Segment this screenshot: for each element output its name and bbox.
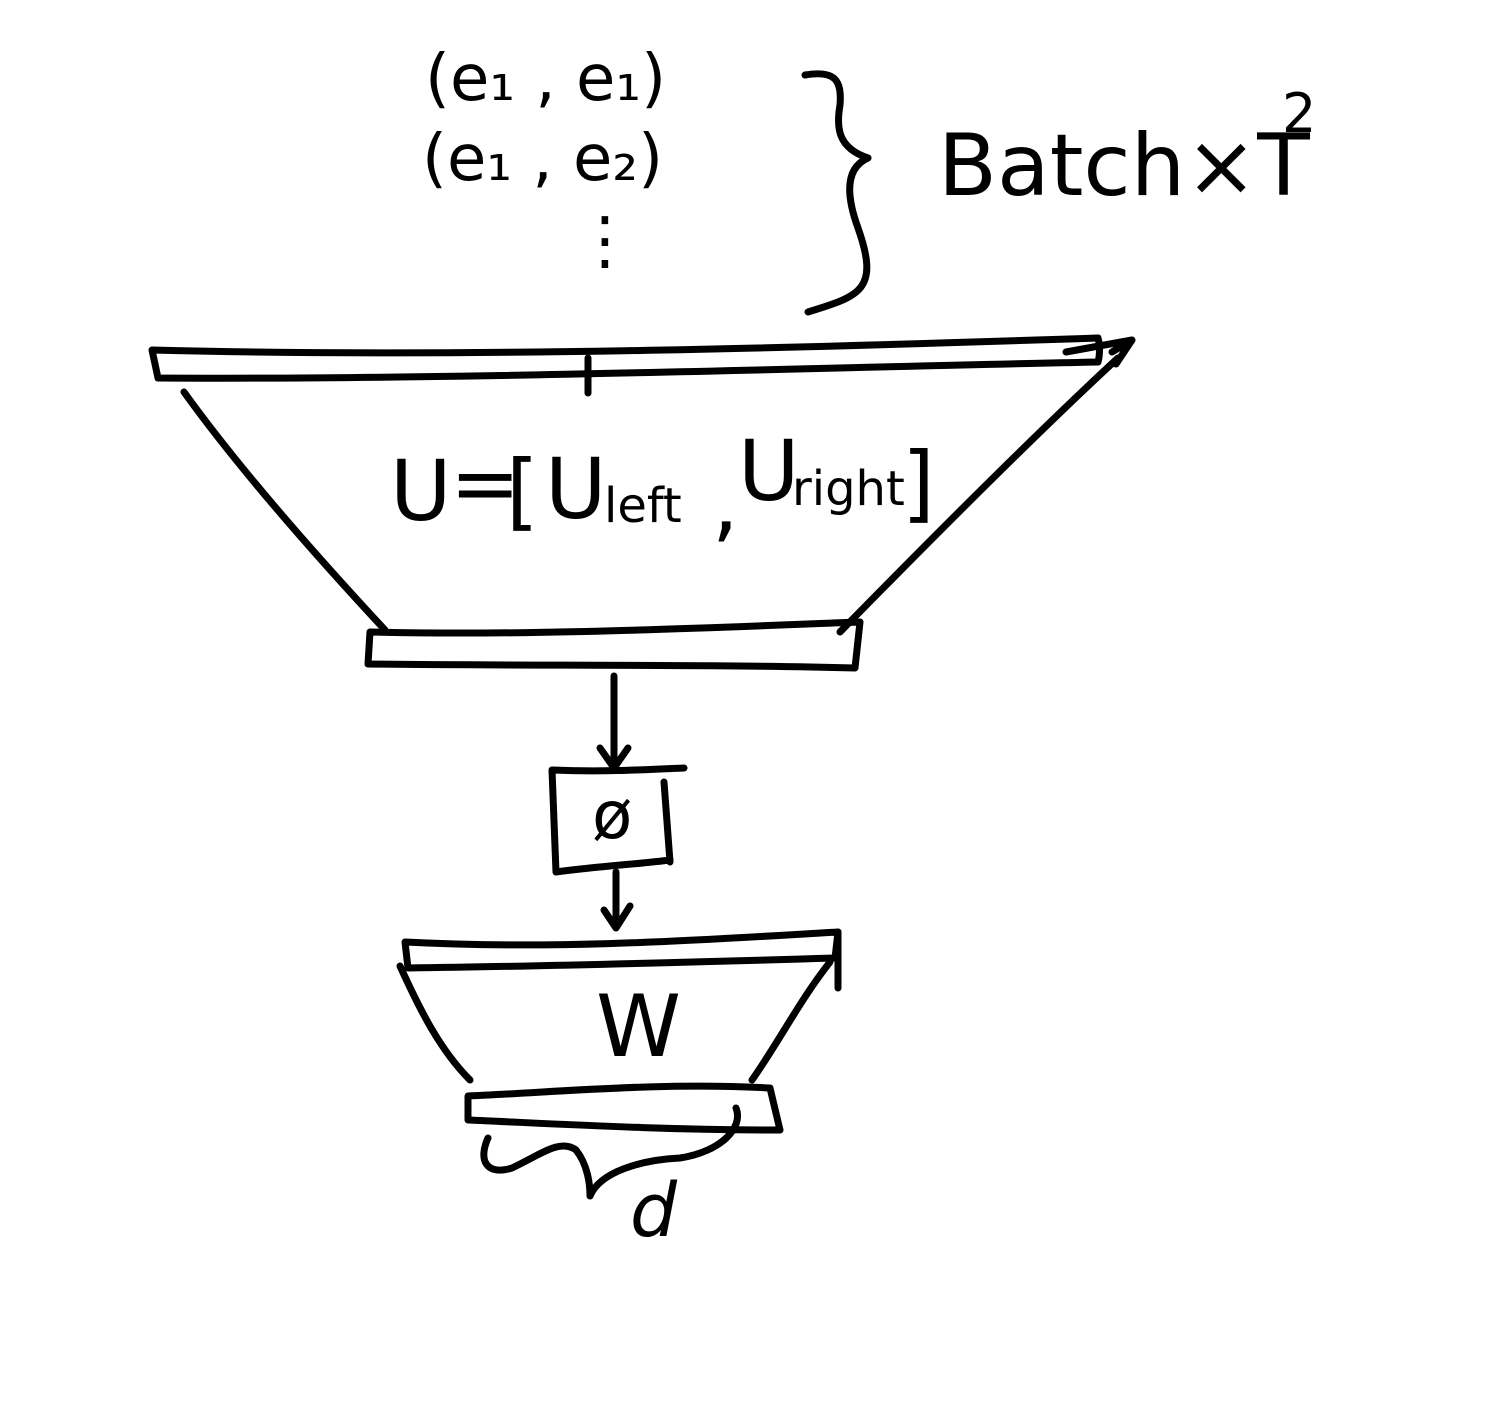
batch-curly-brace xyxy=(801,70,872,316)
layer-w-block: W xyxy=(396,928,842,1134)
activation-box: ø xyxy=(548,764,688,876)
activation-symbol: ø xyxy=(592,777,632,854)
layer-u-block: U = [ U left , U right ] xyxy=(148,334,1136,672)
input-pair-2: (e₁ , e₂) xyxy=(422,122,663,196)
layer-u-separator: , xyxy=(712,454,739,552)
layer-u-right-side xyxy=(836,354,1122,636)
layer-w-output-bar xyxy=(464,1082,784,1134)
layer-u-close-bracket: ] xyxy=(902,434,935,532)
output-dimension-brace xyxy=(480,1104,741,1200)
layer-u-left-base: U xyxy=(545,440,606,538)
activation-box-outline xyxy=(548,764,688,876)
input-ellipsis: ⋮ xyxy=(573,204,637,278)
input-pair-1: (e₁ , e₁) xyxy=(425,42,666,116)
layer-u-open-bracket: [ xyxy=(506,442,539,540)
layer-u-left-side xyxy=(180,388,389,634)
layer-u-input-bar xyxy=(148,334,1103,382)
layer-u-equals: = xyxy=(450,434,520,532)
output-dimension-label: d xyxy=(630,1168,678,1254)
arrow-u-to-activation xyxy=(596,672,632,772)
layer-u-output-bar xyxy=(364,618,864,672)
layer-u-right-subscript: right xyxy=(792,461,905,517)
layer-w-input-bar xyxy=(401,928,842,972)
batch-size-exponent: 2 xyxy=(1282,82,1316,145)
layer-w-right-side xyxy=(748,958,834,1084)
layer-u-left-subscript: left xyxy=(604,478,682,534)
arrow-activation-to-w xyxy=(600,868,634,932)
layer-u-right-base: U xyxy=(738,422,799,520)
layer-u-symbol: U xyxy=(390,442,451,540)
layer-w-left-side xyxy=(396,962,474,1084)
layer-u-input-arrow xyxy=(1062,336,1136,368)
batch-size-label: Batch×T xyxy=(938,116,1310,216)
layer-w-symbol: W xyxy=(596,977,681,1077)
